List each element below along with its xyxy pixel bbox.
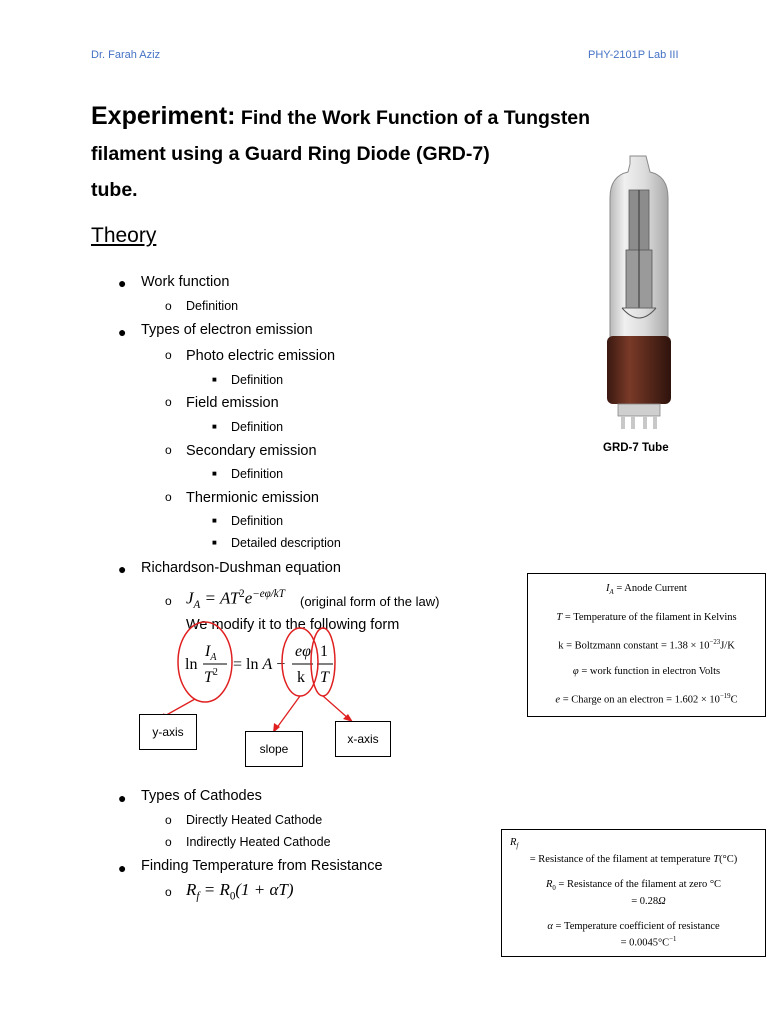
circle-bullet-icon: o: [165, 835, 172, 849]
definitions-box: IA = Anode Current T = Temperature of th…: [527, 573, 766, 717]
yaxis-label-box: y-axis: [139, 714, 197, 750]
linearized-equation: ln IA T2 = ln A − eφ k 1 T: [185, 643, 333, 686]
xaxis-label-box: x-axis: [335, 721, 391, 757]
xaxis-label: x-axis: [347, 732, 379, 746]
list-item-detailed: Detailed description: [231, 536, 341, 550]
svg-text:ln: ln: [185, 656, 197, 673]
list-item-types-emission: Types of electron emission: [141, 322, 313, 338]
section-heading: Theory: [91, 224, 157, 247]
def-charge: e = Charge on an electron = 1.602 × 10−1…: [555, 692, 738, 706]
resistance-box: Rf = Resistance of the filament at tempe…: [501, 829, 766, 957]
list-item-secondary: Secondary emission: [186, 443, 317, 459]
list-item-thermionic: Thermionic emission: [186, 490, 319, 506]
circle-bullet-icon: o: [165, 299, 172, 313]
def-r0-value: = 0.28Ω: [631, 896, 666, 908]
list-item-richardson: Richardson-Dushman equation: [141, 560, 341, 576]
square-bullet-icon: ■: [212, 422, 217, 431]
list-item-definition: Definition: [231, 420, 284, 434]
svg-text:eφ: eφ: [295, 643, 311, 660]
def-anode-current: IA = Anode Current: [606, 583, 687, 597]
circle-bullet-icon: o: [165, 885, 172, 899]
list-item-definition: Definition: [231, 373, 284, 387]
square-bullet-icon: ■: [212, 538, 217, 547]
slope-label-box: slope: [245, 731, 303, 767]
original-form-note: (original form of the law): [300, 594, 440, 609]
slope-label: slope: [259, 742, 289, 756]
circle-bullet-icon: o: [165, 443, 172, 457]
def-rf-symbol: Rf: [510, 837, 519, 851]
circle-bullet-icon: o: [165, 594, 172, 608]
square-bullet-icon: ■: [212, 469, 217, 478]
bullet-icon: ●: [118, 324, 127, 340]
circle-bullet-icon: o: [165, 395, 172, 409]
list-item-direct: Directly Heated Cathode: [186, 813, 323, 827]
bullet-icon: ●: [118, 860, 127, 876]
bullet-icon: ●: [118, 561, 127, 577]
tube-caption: GRD-7 Tube: [603, 442, 669, 454]
list-item-types-cathodes: Types of Cathodes: [141, 788, 262, 804]
def-temperature: T = Temperature of the filament in Kelvi…: [556, 612, 737, 624]
title-line1: Find the Work Function of a Tungsten: [240, 107, 591, 129]
square-bullet-icon: ■: [212, 375, 217, 384]
def-work-function: φ = work function in electron Volts: [572, 665, 721, 677]
circle-bullet-icon: o: [165, 348, 172, 362]
svg-text:T: T: [320, 669, 330, 686]
title-line3: tube.: [91, 179, 138, 201]
square-bullet-icon: ■: [212, 516, 217, 525]
def-r0: R0 = Resistance of the filament at zero …: [545, 879, 722, 893]
page-title: Experiment: Find the Work Function of a …: [91, 98, 671, 208]
resistance-equation: Rf = R0(1 + αT): [186, 880, 294, 903]
def-alpha: α = Temperature coefficient of resistanc…: [547, 921, 720, 933]
list-item-indirect: Indirectly Heated Cathode: [186, 835, 331, 849]
modify-note: We modify it to the following form: [186, 617, 400, 633]
header-author: Dr. Farah Aziz: [91, 49, 161, 61]
tube-image: [588, 150, 690, 435]
list-item-finding-temp: Finding Temperature from Resistance: [141, 858, 383, 874]
list-item-field: Field emission: [186, 395, 279, 411]
def-boltzmann: k = Boltzmann constant = 1.38 × 10−23J/K: [558, 639, 735, 652]
header-course: PHY-2101P Lab III: [588, 49, 679, 61]
def-rf: = Resistance of the filament at temperat…: [529, 854, 738, 866]
list-item-definition: Definition: [186, 299, 239, 313]
bullet-icon: ●: [118, 790, 127, 806]
circle-bullet-icon: o: [165, 490, 172, 504]
annotation-arrows: [157, 621, 353, 733]
yaxis-label: y-axis: [152, 725, 184, 739]
svg-text:= ln A −: = ln A −: [233, 656, 285, 673]
list-item-photo: Photo electric emission: [186, 348, 336, 364]
def-alpha-value: = 0.0045°C−1: [620, 936, 677, 949]
list-item-definition: Definition: [231, 467, 284, 481]
svg-text:k: k: [297, 669, 305, 686]
circle-bullet-icon: o: [165, 813, 172, 827]
svg-text:1: 1: [320, 643, 328, 660]
bullet-icon: ●: [118, 275, 127, 291]
list-item-definition: Definition: [231, 514, 284, 528]
richardson-equation: JA = AT2e−eφ/kT: [186, 588, 285, 612]
title-prefix: Experiment:: [91, 102, 236, 130]
list-item-work-function: Work function: [141, 274, 230, 290]
title-line2: filament using a Guard Ring Diode (GRD-7…: [91, 143, 490, 165]
